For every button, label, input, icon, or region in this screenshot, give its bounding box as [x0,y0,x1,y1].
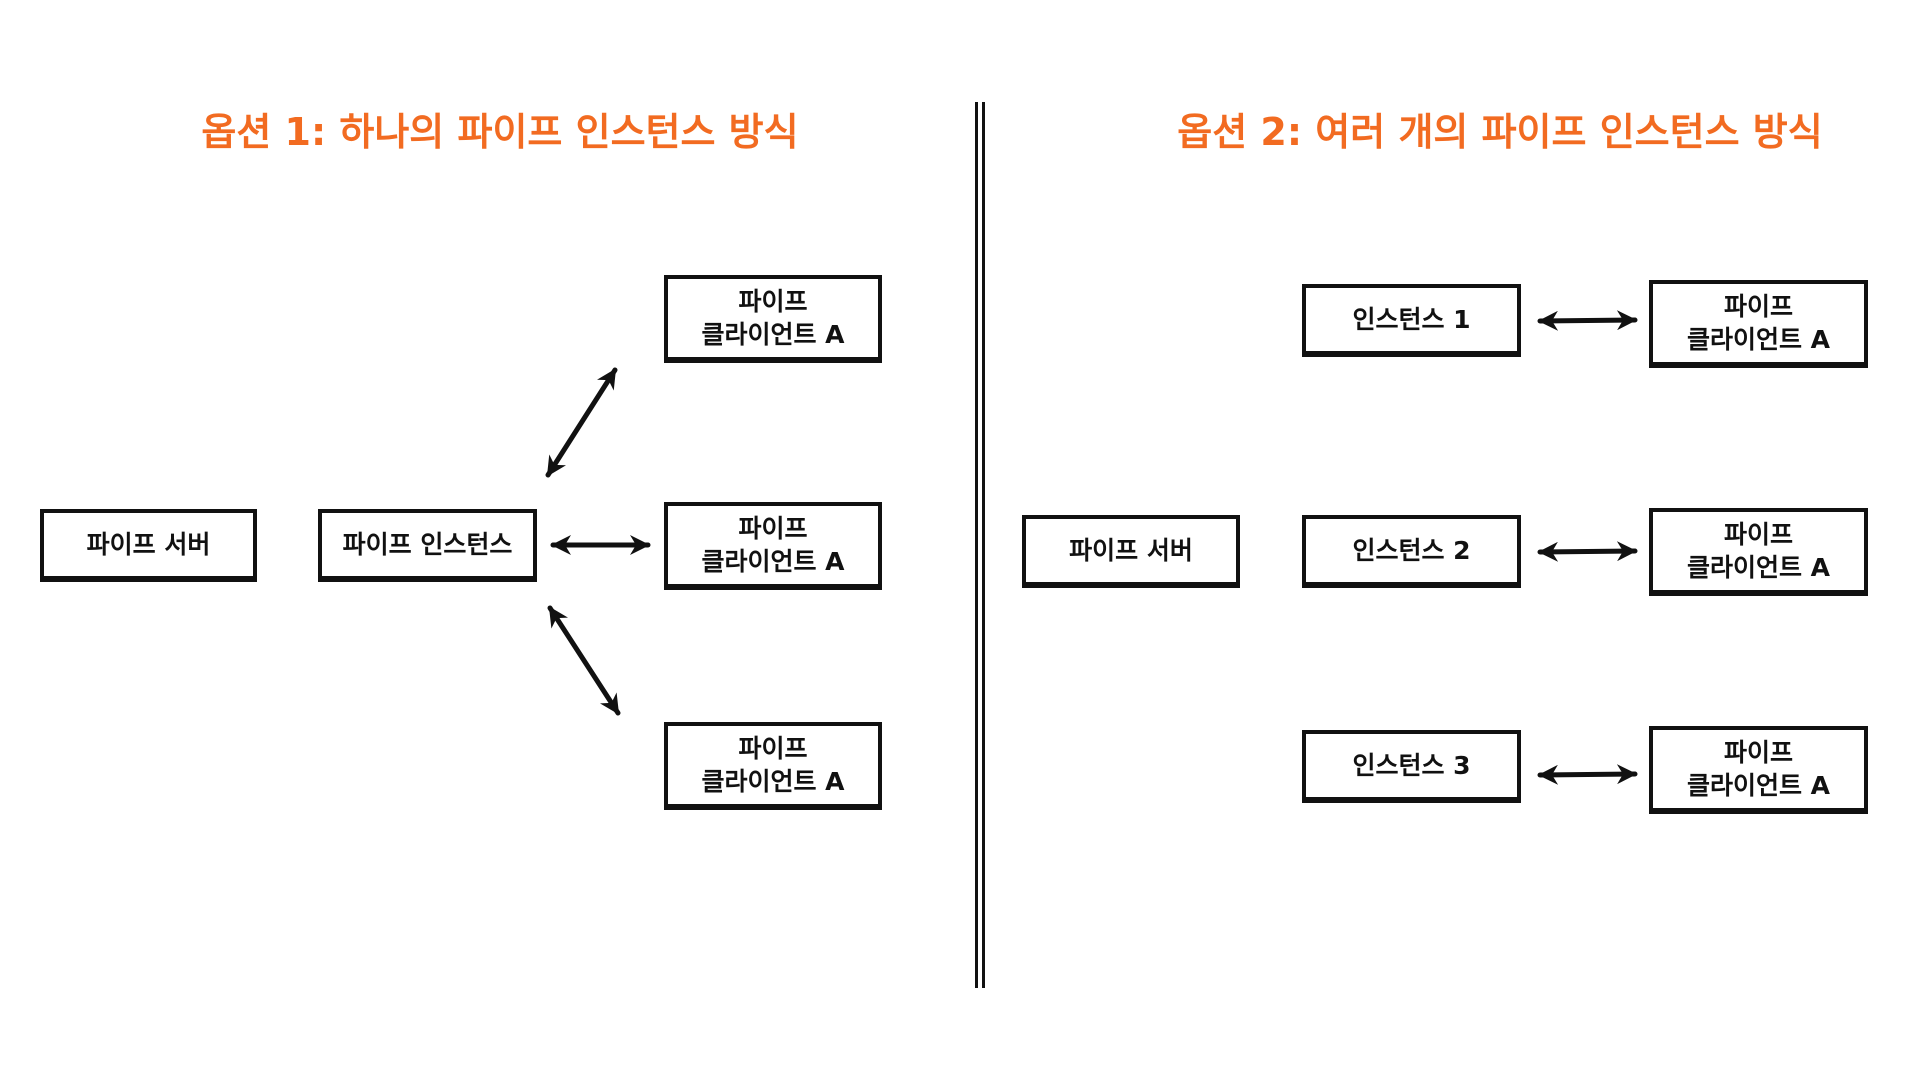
option2-arrow-instance-2-client-2 [1537,541,1638,562]
option1-arrow-instance-client-3 [547,605,621,716]
option1-client-2: 파이프 클라이언트 A [664,502,882,590]
option1-client-3-line1: 파이프 [738,734,808,763]
option1-pipe-server: 파이프 서버 [40,509,257,582]
option1-title: 옵션 1: 하나의 파이프 인스턴스 방식 [201,110,799,154]
option2-instance-2: 인스턴스 2 [1302,515,1521,588]
option1-client-3: 파이프 클라이언트 A [664,722,882,810]
option2-client-2: 파이프 클라이언트 A [1649,508,1868,596]
option2-instance-3: 인스턴스 3 [1302,730,1521,803]
option2-arrow-instance-1-client-1 [1537,310,1638,331]
option1-client-1-line2: 클라이언트 A [701,320,845,349]
option2-client-2-line2: 클라이언트 A [1686,553,1831,582]
option1-arrow-instance-client-1 [545,367,618,478]
option2-client-1-line1: 파이프 [1723,292,1793,321]
option2-instance-1: 인스턴스 1 [1302,284,1521,357]
option2-instance-3-label: 인스턴스 3 [1352,751,1471,780]
option2-instance-1-label: 인스턴스 1 [1352,305,1471,334]
section-divider [975,102,985,988]
option1-client-1: 파이프 클라이언트 A [664,275,882,363]
option2-arrow-instance-3-client-3 [1537,764,1638,785]
option2-title: 옵션 2: 여러 개의 파이프 인스턴스 방식 [1177,110,1823,154]
option1-client-1-line1: 파이프 [738,287,808,316]
option2-client-2-line1: 파이프 [1723,520,1793,549]
option2-client-1: 파이프 클라이언트 A [1649,280,1868,368]
option2-client-3: 파이프 클라이언트 A [1649,726,1868,814]
option2-client-1-line2: 클라이언트 A [1686,325,1831,354]
option1-pipe-server-label: 파이프 서버 [86,530,211,559]
option1-pipe-instance: 파이프 인스턴스 [318,509,537,582]
option2-client-3-line2: 클라이언트 A [1686,771,1831,800]
option2-client-3-line1: 파이프 [1723,738,1793,767]
option2-pipe-server: 파이프 서버 [1022,515,1240,588]
option2-instance-2-label: 인스턴스 2 [1352,536,1471,565]
option1-client-2-line2: 클라이언트 A [701,547,845,576]
option1-pipe-instance-label: 파이프 인스턴스 [342,530,513,559]
option1-client-2-line1: 파이프 [738,514,808,543]
option2-pipe-server-label: 파이프 서버 [1069,536,1193,565]
option1-client-3-line2: 클라이언트 A [701,767,845,796]
